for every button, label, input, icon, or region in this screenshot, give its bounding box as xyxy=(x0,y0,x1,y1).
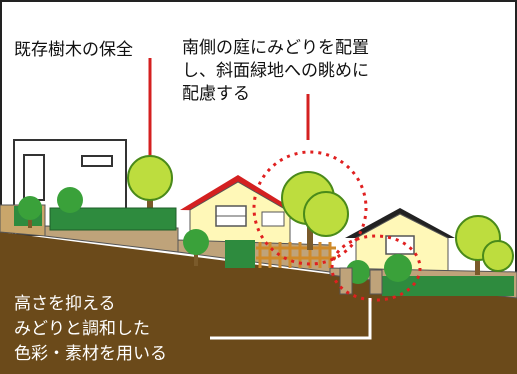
hedges xyxy=(14,206,514,296)
label-south-garden-line-3: 配慮する xyxy=(182,84,250,104)
label-existing-trees-text: 既存樹木の保全 xyxy=(14,40,133,60)
wooden-fence xyxy=(256,242,336,268)
ground-slope xyxy=(0,232,517,374)
highlight-circle-low-greenery xyxy=(330,234,422,302)
right-trees xyxy=(455,215,514,275)
highlight-circle-south-garden xyxy=(252,150,368,266)
middle-house xyxy=(180,175,298,251)
leader-line-low-greenery xyxy=(210,298,372,340)
small-trees xyxy=(18,187,412,284)
label-low-greenery-line-3: 色彩・素材を用いる xyxy=(14,344,167,364)
south-garden-trees xyxy=(281,171,349,250)
label-existing-trees: 既存樹木の保全 xyxy=(14,40,133,60)
existing-tree xyxy=(127,155,173,212)
label-south-garden-line-2: し、斜面緑地への眺めに xyxy=(182,61,369,81)
label-south-garden: 南側の庭にみどりを配置 し、斜面緑地への眺めに 配慮する xyxy=(182,37,432,106)
label-low-greenery: 高さを抑える みどりと調和した 色彩・素材を用いる xyxy=(14,292,167,367)
label-low-greenery-line-2: みどりと調和した xyxy=(14,319,150,339)
label-south-garden-line-1: 南側の庭にみどりを配置 xyxy=(182,38,369,58)
label-low-greenery-line-1: 高さを抑える xyxy=(14,294,116,314)
